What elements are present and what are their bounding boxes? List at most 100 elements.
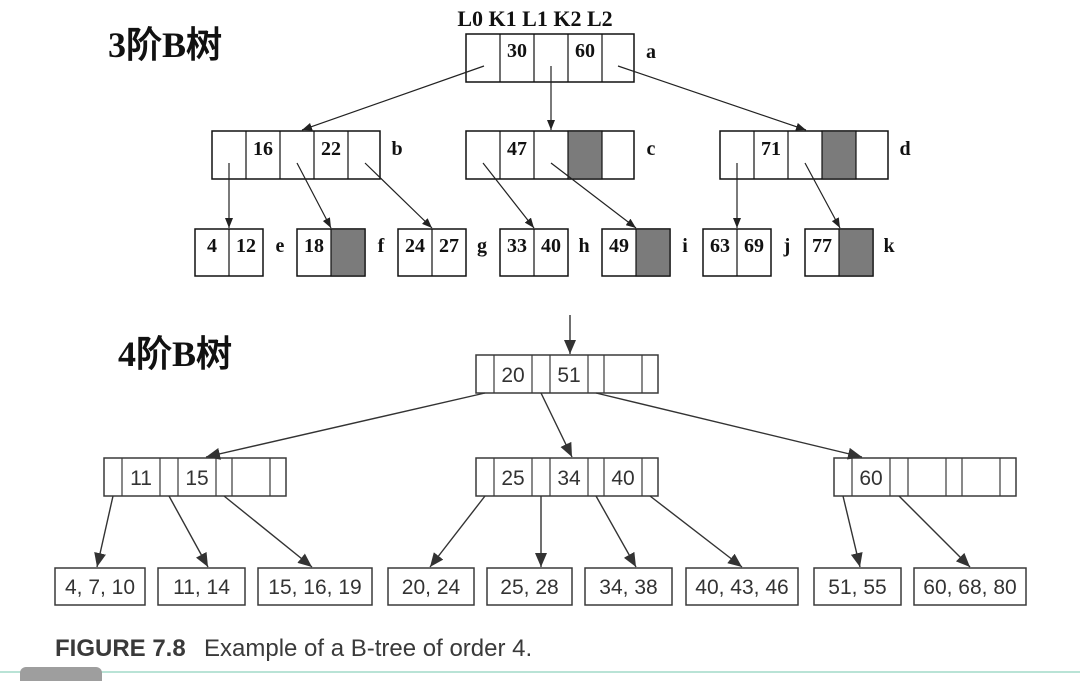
node-a-label: a (646, 41, 656, 63)
horizontal-scrollbar-track[interactable] (0, 671, 1080, 673)
order4-tree: 4阶B树 20 51 11 15 (54, 315, 1027, 606)
order4-internal-node-1: 11 15 (103, 457, 287, 497)
node-c: 47 (465, 130, 635, 180)
leaf-k: 77 (804, 228, 874, 277)
node-b-key-2: 22 (321, 138, 341, 160)
order4-leaves: 4, 7, 10 11, 14 15, 16, 19 20, 24 25, 28… (54, 567, 1027, 606)
leaf-g-key-1: 24 (405, 235, 425, 257)
pointer-arrow-internal-1-leaf-3 (223, 495, 313, 568)
leaf-node-9 (913, 567, 1027, 606)
horizontal-scrollbar-thumb[interactable] (20, 667, 102, 681)
order3-title: 3阶B树 (108, 25, 222, 65)
leaf-j: 63 69 (702, 228, 772, 277)
leaf-node-7 (685, 567, 799, 606)
leaf-e-label: e (276, 235, 285, 257)
pointer-arrow-root-internal-3 (595, 392, 863, 460)
internal-node-frame (833, 457, 1017, 497)
node-d-empty-key-slot (821, 130, 857, 180)
node-b: 16 22 (211, 130, 381, 180)
node-b-key-1: 16 (253, 138, 273, 160)
node-b-label: b (391, 138, 402, 160)
internal-2-key-3: 40 (611, 467, 634, 490)
leaf-g-label: g (477, 235, 487, 257)
leaf-f-empty-key-slot (330, 228, 366, 277)
pointer-arrow-root-internal-2 (540, 392, 573, 458)
pointer-arrow-internal-2-leaf-6 (595, 495, 637, 568)
pointer-arrow-b-f (296, 162, 332, 229)
node-d-key-1: 71 (761, 138, 781, 160)
leaf-node-8-keys: 51, 55 (828, 576, 886, 599)
leaf-node-4 (387, 567, 475, 606)
pointer-arrow-c-i (550, 162, 637, 229)
leaf-g-key-2: 27 (439, 235, 459, 257)
pointer-arrow-internal-2-leaf-7 (649, 495, 743, 568)
node-c-frame (465, 130, 635, 180)
leaf-node-2 (157, 567, 246, 606)
leaf-node-3 (257, 567, 373, 606)
leaf-node-6 (584, 567, 673, 606)
leaf-k-empty-key-slot (838, 228, 874, 277)
pointer-arrow-d-k (804, 162, 841, 229)
leaf-j-key-1: 63 (710, 235, 730, 257)
leaf-node-1 (54, 567, 146, 606)
node-d: 71 (719, 130, 889, 180)
internal-2-key-1: 25 (501, 467, 524, 490)
internal-3-key-1: 60 (859, 467, 882, 490)
node-b-frame (211, 130, 381, 180)
pointer-arrow-c-h (482, 162, 535, 229)
order4-internal-node-2: 25 34 40 (475, 457, 659, 497)
node-a: 30 60 (465, 33, 635, 83)
node-d-label: d (899, 138, 910, 160)
leaf-i-empty-key-slot (635, 228, 671, 277)
leaf-e-key-2: 12 (236, 235, 256, 257)
leaf-e: 4 12 (194, 228, 264, 277)
leaf-h-key-1: 33 (507, 235, 527, 257)
root-node-frame (475, 354, 659, 394)
node-c-empty-key-slot (567, 130, 603, 180)
leaf-g: 24 27 (397, 228, 467, 277)
internal-node-frame (103, 457, 287, 497)
figure-caption: FIGURE 7.8 Example of a B-tree of order … (55, 635, 532, 662)
leaf-node-5-keys: 25, 28 (500, 576, 558, 599)
order4-internal-node-3: 60 (833, 457, 1017, 497)
order4-root-node: 20 51 (475, 354, 659, 394)
pointer-arrow-internal-3-leaf-8 (842, 495, 863, 568)
leaf-j-key-2: 69 (744, 235, 764, 257)
leaf-f-key-1: 18 (304, 235, 324, 257)
pointer-arrow-root-internal-1 (205, 392, 486, 460)
leaf-h-key-2: 40 (541, 235, 561, 257)
pointer-arrow-internal-3-leaf-9 (898, 495, 971, 568)
pointer-arrow-internal-1-leaf-1 (94, 495, 114, 568)
internal-2-key-2: 34 (557, 467, 581, 490)
pointer-arrow-internal-2-leaf-4 (429, 495, 486, 568)
node-c-key-1: 47 (507, 138, 527, 160)
root-key-2: 51 (557, 364, 580, 387)
internal-1-key-1: 11 (130, 467, 152, 490)
figure-number: FIGURE 7.8 (55, 635, 186, 662)
leaf-k-key-1: 77 (812, 235, 832, 257)
leaf-f: 18 (296, 228, 366, 277)
leaf-node-5 (486, 567, 573, 606)
leaf-i-key-1: 49 (609, 235, 629, 257)
leaf-i: 49 (601, 228, 671, 277)
leaf-node-9-keys: 60, 68, 80 (923, 576, 1016, 599)
node-c-label: c (647, 138, 656, 160)
pointer-arrow-a-d (617, 65, 807, 131)
leaf-node-3-keys: 15, 16, 19 (268, 576, 361, 599)
leaf-h-label: h (578, 235, 589, 257)
node-a-frame (465, 33, 635, 83)
leaf-j-label: j (783, 235, 791, 257)
leaf-node-2-keys: 11, 14 (173, 576, 230, 599)
leaf-k-label: k (883, 235, 895, 257)
figure-caption-text: Example of a B-tree of order 4. (204, 635, 532, 662)
leaf-e-key-1: 4 (207, 235, 217, 257)
leaf-node-1-keys: 4, 7, 10 (65, 576, 135, 599)
leaf-i-label: i (682, 235, 688, 257)
pointer-arrow-b-g (364, 162, 433, 229)
root-key-1: 20 (501, 364, 524, 387)
order3-field-header: L0 K1 L1 K2 L2 (457, 6, 612, 31)
leaf-node-8 (813, 567, 902, 606)
leaf-node-6-keys: 34, 38 (599, 576, 657, 599)
internal-node-frame (475, 457, 659, 497)
